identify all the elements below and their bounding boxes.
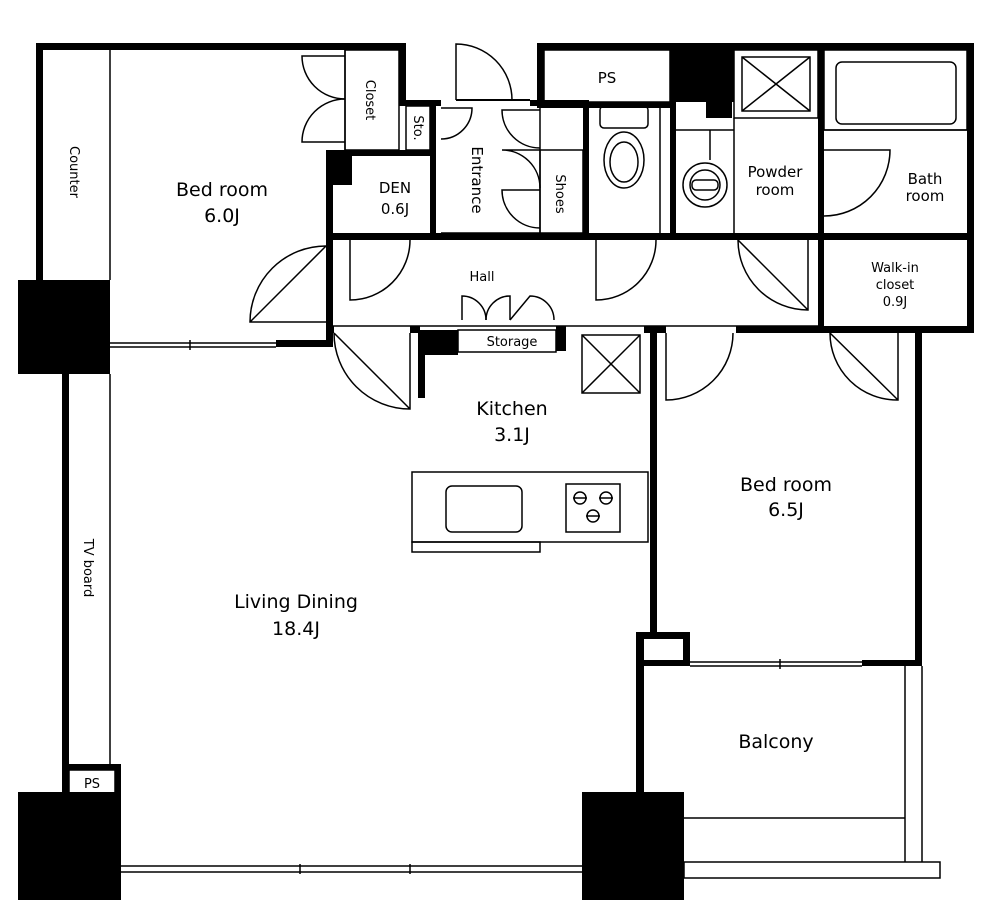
hall-label: Hall [470,270,495,285]
room-labels: Bed room 6.0J Closet Sto. Entrance DEN 0… [66,69,944,792]
bedroom-east-name: Bed room [740,474,832,496]
balcony-label: Balcony [738,731,813,753]
bath-line2: room [906,187,945,205]
doors [249,43,899,410]
bath-line1: Bath [908,170,943,188]
living-size: 18.4J [272,618,320,640]
washbasin-icon [682,88,732,208]
closet-label: Closet [362,80,377,121]
tv-board-label: TV board [80,538,95,598]
interior-lines [68,49,968,879]
den-name: DEN [379,179,411,197]
bedroom-east-size: 6.5J [768,499,804,521]
powder-line1: Powder [748,163,804,181]
den-size: 0.6J [381,200,409,218]
counter-label: Counter [66,146,81,199]
powder-line2: room [756,181,795,199]
ps-top-label: PS [598,69,617,87]
sto-label: Sto. [410,115,425,140]
walls [18,43,974,900]
kitchen-size: 3.1J [494,424,530,446]
walkin-line1: Walk-in [871,261,919,276]
living-name: Living Dining [234,591,358,613]
toilet-icon [599,105,649,189]
bedroom-west-name: Bed room [176,179,268,201]
ps-bottom-label: PS [84,777,100,792]
kitchen-name: Kitchen [476,398,547,420]
walkin-line2: closet [876,278,915,293]
bedroom-west-size: 6.0J [204,205,240,227]
entrance-label: Entrance [468,146,486,213]
shoes-label: Shoes [552,174,567,213]
walkin-size: 0.9J [883,295,908,310]
storage-label: Storage [487,335,538,350]
